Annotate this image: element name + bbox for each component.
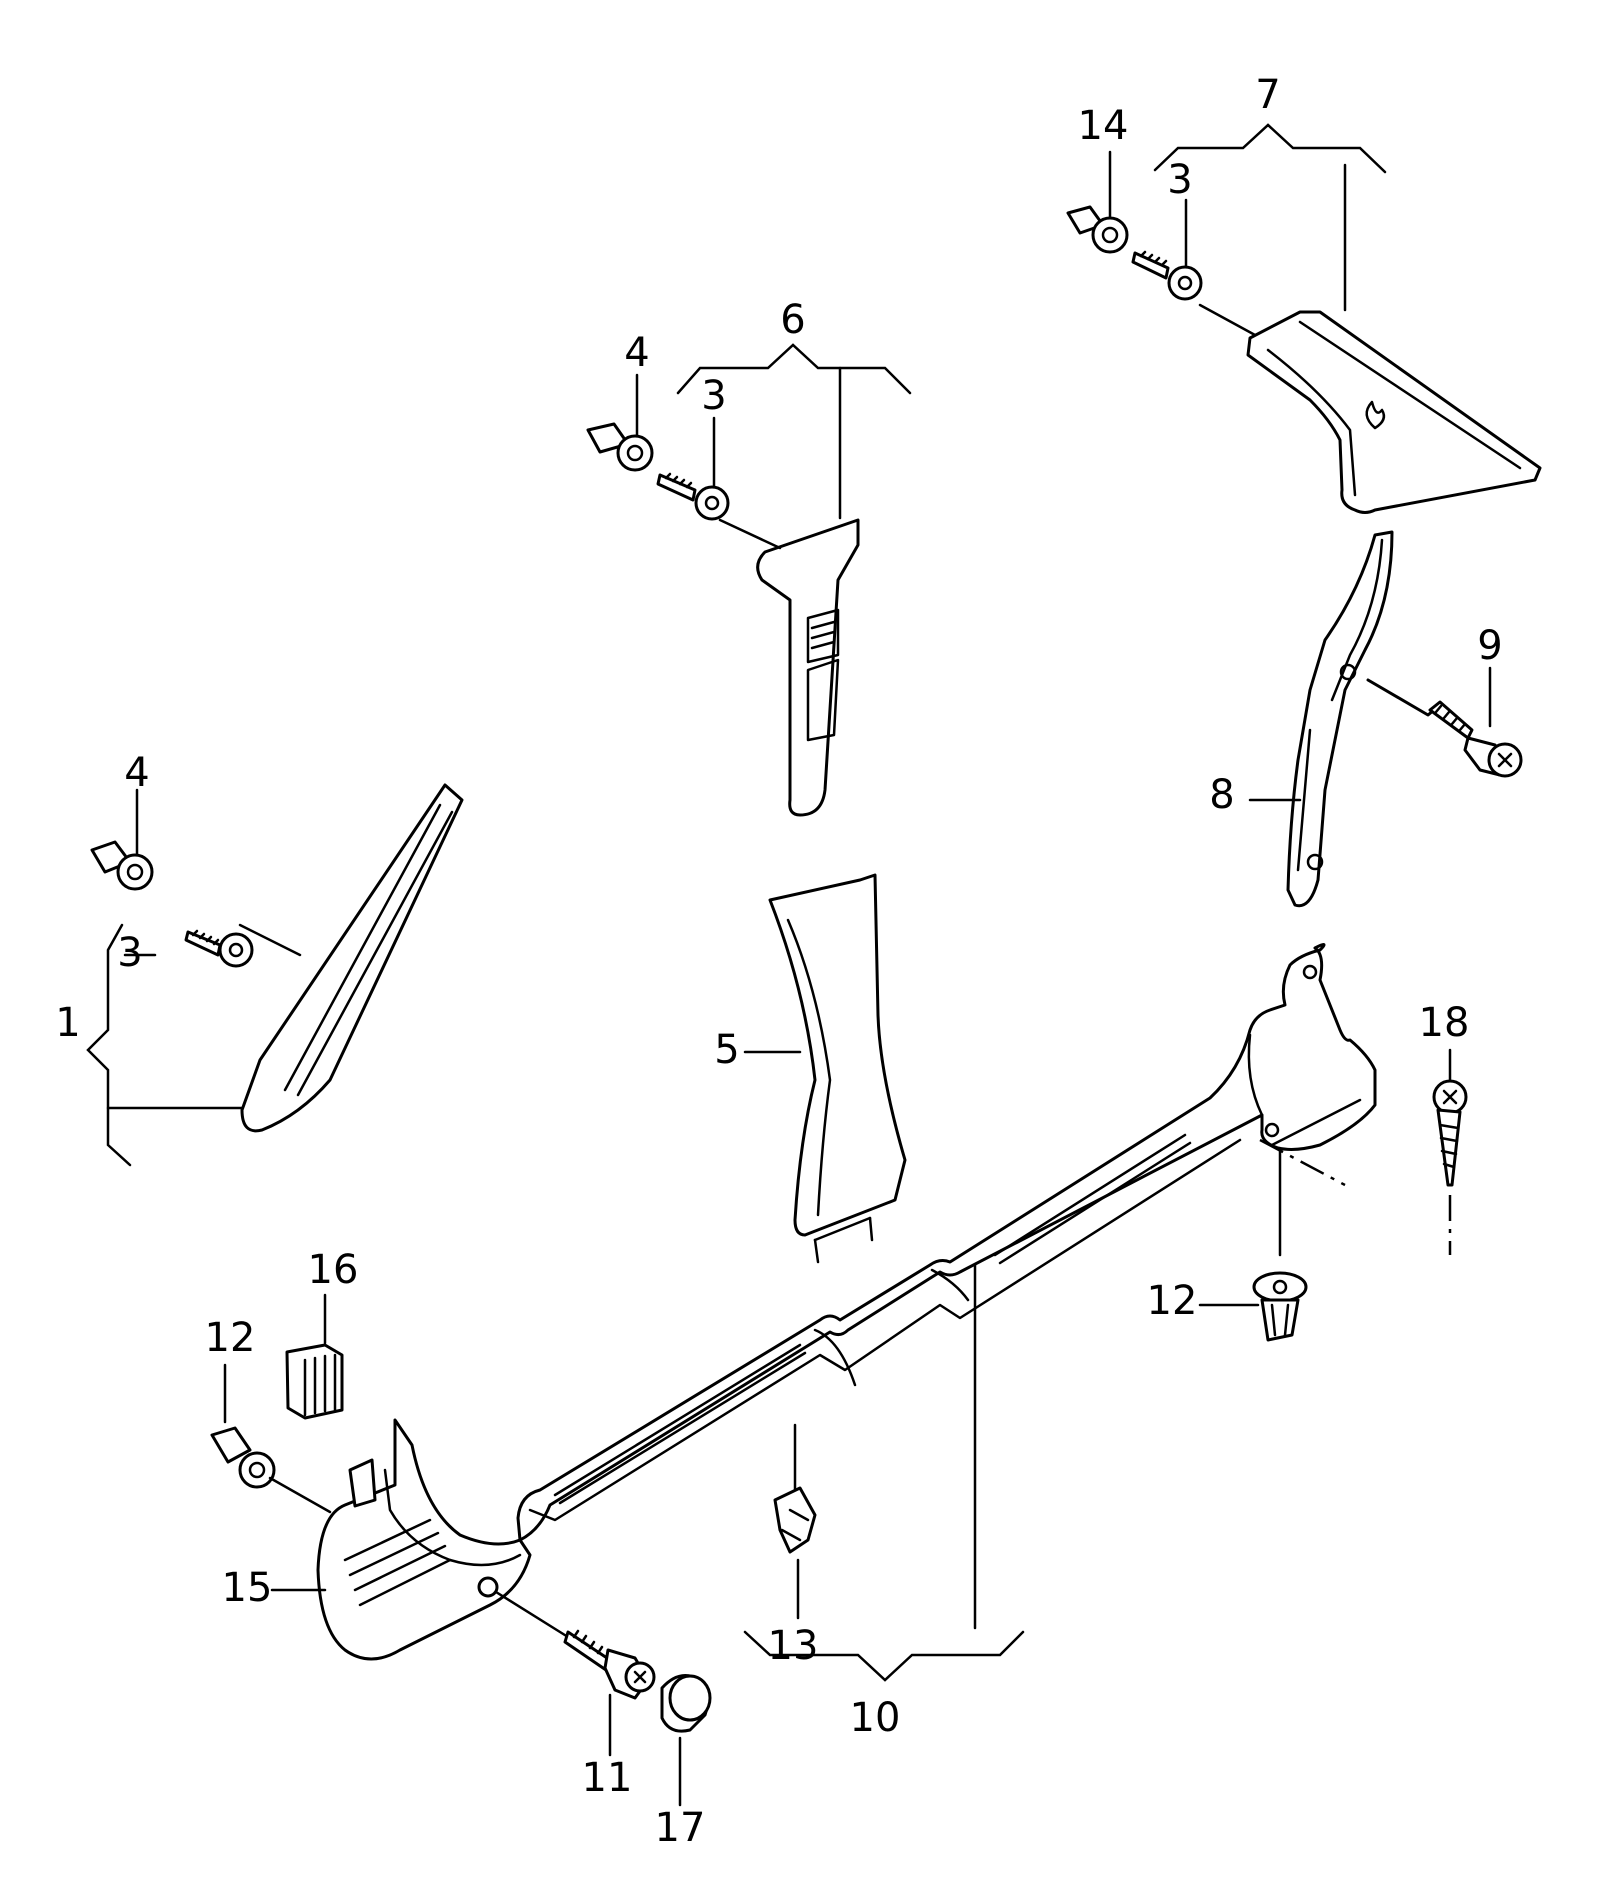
screw-3-left [184, 929, 254, 968]
bracket-6 [676, 343, 912, 520]
callout-12-left: 12 [205, 1315, 256, 1361]
b-pillar-upper-trim [718, 518, 860, 817]
callout-10: 10 [850, 1695, 901, 1741]
callout-4-mid: 4 [624, 330, 649, 376]
callout-17: 17 [655, 1805, 706, 1851]
bracket-1 [86, 923, 244, 1167]
clip-12-right [1198, 1148, 1308, 1342]
c-pillar-strip [1248, 530, 1394, 908]
fastener-4-left [90, 788, 154, 891]
callout-6: 6 [780, 297, 805, 343]
sill-panel [516, 943, 1377, 1630]
c-pillar-upper-trim [1198, 303, 1542, 514]
clip-16 [285, 1293, 344, 1420]
cap-17 [660, 1674, 712, 1807]
screw-18 [1432, 1048, 1468, 1255]
fastener-14 [1066, 150, 1129, 254]
clip-13 [773, 1423, 817, 1620]
fastener-4-mid [586, 373, 654, 472]
callout-1: 1 [55, 1000, 80, 1046]
callout-18: 18 [1419, 1000, 1470, 1046]
clip-12-left [210, 1363, 332, 1514]
callout-12-right: 12 [1147, 1278, 1198, 1324]
a-pillar-trim [238, 783, 464, 1133]
callout-5: 5 [714, 1027, 739, 1073]
callout-3-right: 3 [1167, 157, 1192, 203]
callout-15: 15 [222, 1565, 273, 1611]
screw-3-right [1131, 198, 1203, 301]
screw-9 [1366, 666, 1523, 778]
b-pillar-lower-trim [743, 873, 907, 1264]
bracket-7 [1153, 123, 1387, 312]
sill-end-cap [270, 1418, 532, 1661]
callout-7: 7 [1255, 72, 1280, 118]
callout-11: 11 [582, 1755, 633, 1801]
callout-8: 8 [1209, 772, 1234, 818]
callout-labels: 1 3 4 4 3 6 5 7 14 3 8 9 18 12 16 12 15 … [55, 72, 1502, 1851]
screw-3-mid [656, 416, 730, 521]
callout-16: 16 [308, 1247, 359, 1293]
screw-11 [477, 1576, 656, 1757]
callout-3-left: 3 [117, 930, 142, 976]
callout-14: 14 [1078, 103, 1129, 149]
bracket-10 [743, 1630, 1025, 1682]
callout-9: 9 [1477, 623, 1502, 669]
callout-3-mid: 3 [701, 373, 726, 419]
callout-4-left: 4 [124, 750, 149, 796]
callout-13: 13 [768, 1623, 819, 1669]
